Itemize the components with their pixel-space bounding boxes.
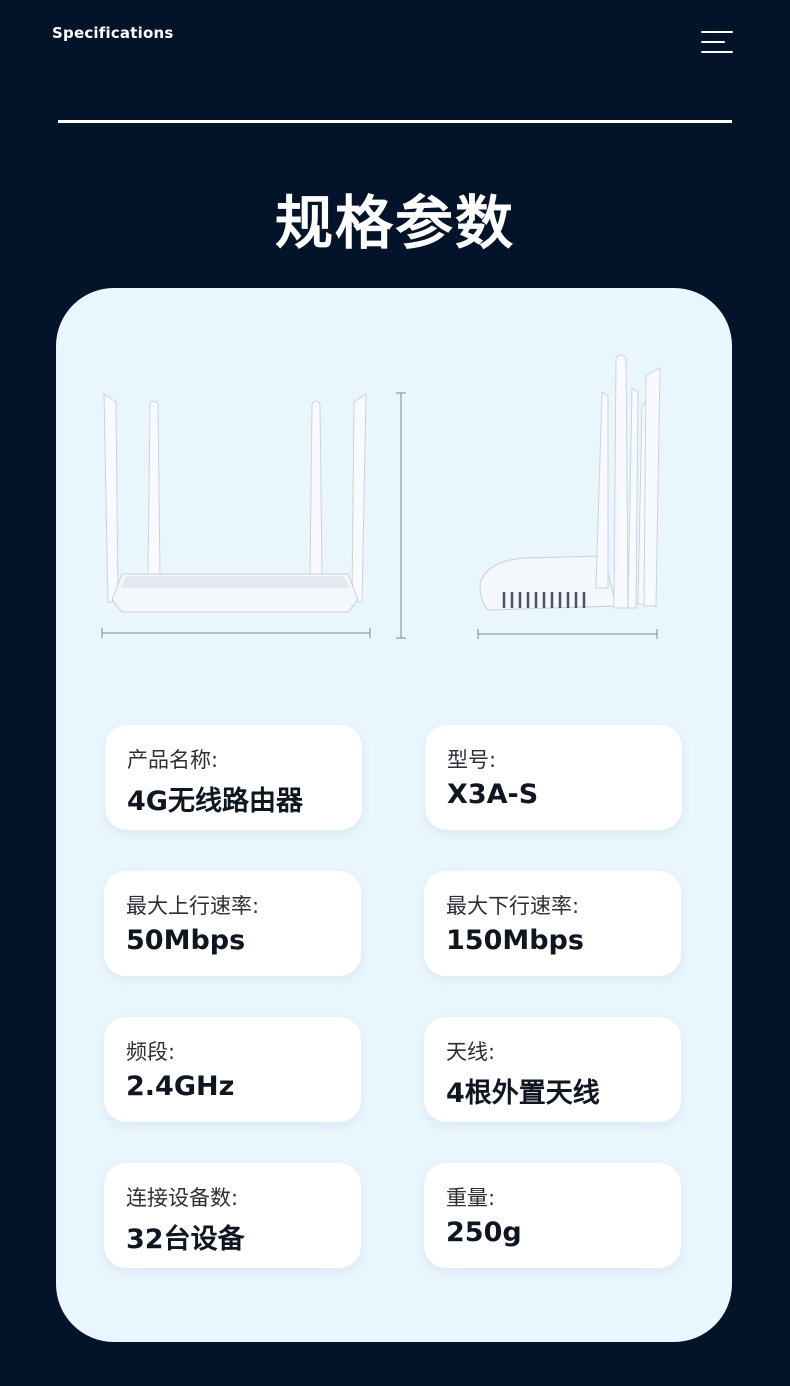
spec-value: X3A-S (447, 779, 539, 810)
spec-value: 4根外置天线 (446, 1078, 600, 1109)
spec-value: 4G无线路由器 (127, 786, 303, 817)
spec-card-weight: 重量: 250g (424, 1163, 681, 1268)
spec-label: 连接设备数: (126, 1186, 239, 1210)
router-side-view (477, 354, 661, 639)
spec-label: 天线: (446, 1040, 496, 1064)
spec-label: 型号: (447, 748, 497, 772)
spec-value: 32台设备 (126, 1224, 245, 1255)
menu-icon[interactable] (701, 31, 733, 53)
spec-panel: 产品名称: 4G无线路由器 型号: X3A-S 最大上行速率: 50Mbps 最… (56, 288, 732, 1342)
spec-label: 产品名称: (127, 748, 219, 772)
spec-card-antenna: 天线: 4根外置天线 (424, 1017, 681, 1122)
spec-value: 50Mbps (126, 925, 246, 956)
spec-value: 150Mbps (446, 925, 584, 956)
spec-label: 最大上行速率: (126, 894, 260, 918)
router-illustration (101, 354, 661, 639)
spec-card-devices: 连接设备数: 32台设备 (104, 1163, 361, 1268)
spec-card-model: 型号: X3A-S (425, 725, 682, 830)
header-divider (58, 120, 732, 123)
spec-value: 250g (446, 1217, 522, 1248)
router-front-view (101, 392, 406, 639)
spec-label: 最大下行速率: (446, 894, 580, 918)
spec-label: 重量: (446, 1186, 496, 1210)
spec-card-max-upload: 最大上行速率: 50Mbps (104, 871, 361, 976)
header-label: Specifications (52, 24, 174, 42)
spec-value: 2.4GHz (126, 1071, 235, 1102)
spec-card-max-download: 最大下行速率: 150Mbps (424, 871, 681, 976)
spec-card-band: 频段: 2.4GHz (104, 1017, 361, 1122)
spec-label: 频段: (126, 1040, 176, 1064)
page-title: 规格参数 (274, 189, 515, 257)
spec-card-product-name: 产品名称: 4G无线路由器 (105, 725, 362, 830)
